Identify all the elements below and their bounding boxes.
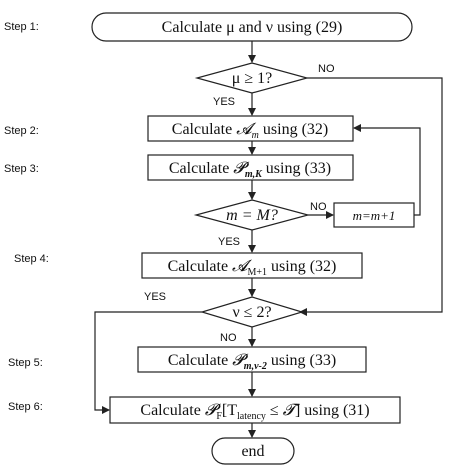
step-2-label: Step 2: — [4, 125, 39, 137]
increment-box-text: m=m+1 — [353, 208, 396, 223]
decision-mu-text: μ ≥ 1? — [232, 70, 272, 87]
process-box-pmk — [147, 154, 354, 181]
process-box-am — [147, 115, 354, 142]
process-box-pf — [109, 396, 401, 424]
decision-m-yes-label: YES — [218, 236, 240, 248]
decision-mu-no-label: NO — [318, 63, 335, 75]
step-5-label: Step 5: — [8, 357, 43, 369]
process-box-pf-text: Calculate 𝓟F[Tlatency ≤ 𝓣] using (31) — [140, 402, 369, 422]
connector-decision3-yes — [94, 311, 202, 414]
process-box-am-text: Calculate 𝓐m using (32) — [172, 121, 328, 141]
step-4-label: Step 4: — [14, 253, 49, 265]
connector-decision1-no — [299, 77, 443, 316]
end-terminator — [211, 437, 295, 465]
decision-m-no-label: NO — [310, 201, 327, 213]
connector-loop-back — [353, 124, 421, 216]
process-box-aM1 — [141, 252, 363, 279]
step-6-label: Step 6: — [8, 401, 43, 413]
step-1-label: Step 1: — [4, 21, 39, 33]
end-terminator-text: end — [241, 443, 264, 460]
decision-nu-text: ν ≤ 2? — [232, 304, 271, 321]
decision-nu-yes-label: YES — [144, 291, 166, 303]
decision-m-equals-M-text: m = M? — [226, 207, 278, 224]
decision-mu-yes-label: YES — [213, 96, 235, 108]
step-3-label: Step 3: — [4, 163, 39, 175]
start-terminator-text: Calculate μ and ν using (29) — [162, 19, 343, 36]
process-box-pm-nu — [137, 346, 367, 373]
increment-box — [333, 202, 415, 228]
decision-nu-no-label: NO — [220, 332, 237, 344]
